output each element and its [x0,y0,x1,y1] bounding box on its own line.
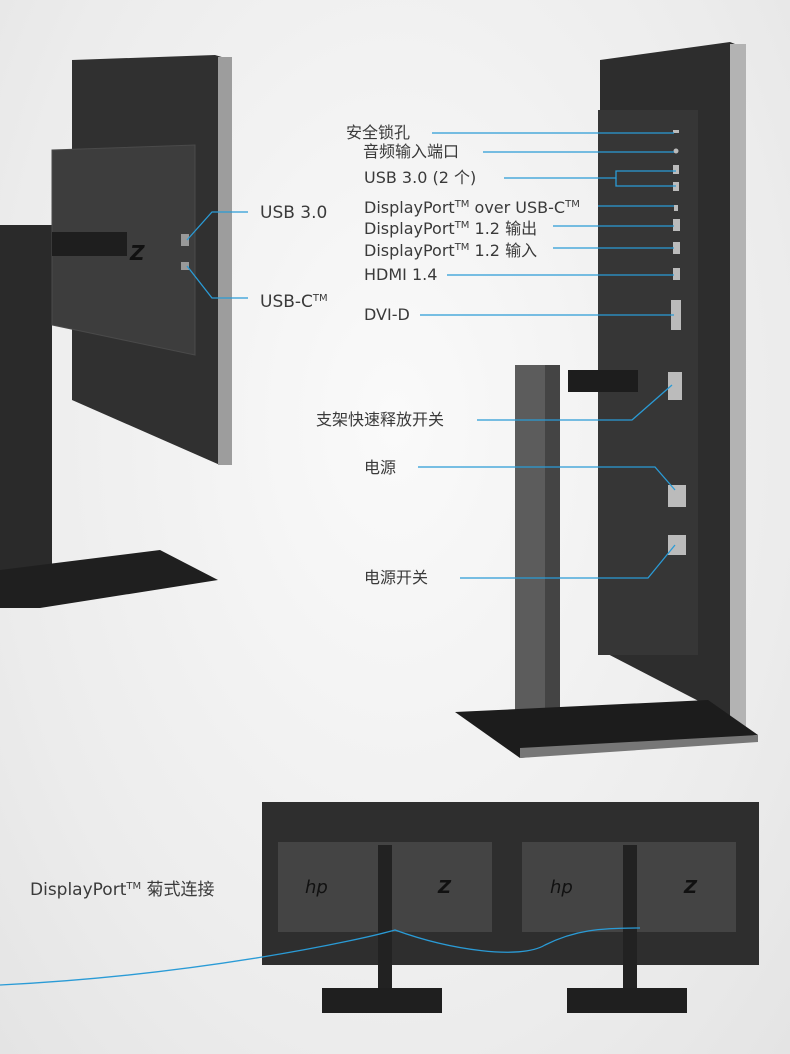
label-text: over USB-C [469,198,566,217]
label-usbc-side: USB-CTM [260,290,328,311]
label-security-lock: 安全锁孔 [346,123,411,142]
svg-text:Z: Z [683,877,698,898]
side-monitor: Z [0,55,232,608]
label-audio-in: 音频输入端口 [363,142,460,161]
callout-lines [0,132,676,986]
label-dvi: DVI-D [364,305,410,324]
svg-text:hp: hp [305,877,328,898]
label-text: 菊式连接 [141,880,215,900]
label-usb30-x2: USB 3.0 (2 个) [364,168,477,187]
label-text: DisplayPort [364,241,455,260]
label-text: USB-C [260,292,313,312]
label-dp-out: DisplayPortTM 1.2 输出 [364,217,537,238]
label-dp-over-usbc: DisplayPortTM over USB-CTM [364,196,580,217]
tm-mark: TM [454,199,470,210]
svg-text:Z: Z [437,877,452,898]
svg-text:hp: hp [550,877,573,898]
label-hdmi: HDMI 1.4 [364,265,438,284]
tm-mark: TM [312,293,328,304]
label-text: 1.2 输出 [469,219,538,238]
tm-mark: TM [454,220,470,231]
tm-mark: TM [454,242,470,253]
daisy-chain-monitors: hp Z hp Z [262,802,759,1013]
svg-text:Z: Z [129,241,145,265]
label-power-switch: 电源开关 [364,568,429,587]
label-stand-release: 支架快速释放开关 [316,410,445,429]
label-power: 电源 [364,458,397,477]
tm-mark: TM [565,199,580,210]
label-text: DisplayPort [364,198,455,217]
rear-monitor [455,42,758,758]
label-text: DisplayPort [30,880,127,900]
label-daisy-chain: DisplayPortTM 菊式连接 [30,878,215,899]
tm-mark: TM [126,881,142,892]
label-usb30-side: USB 3.0 [260,203,328,223]
label-text: DisplayPort [364,219,455,238]
label-dp-in: DisplayPortTM 1.2 输入 [364,239,537,260]
label-text: 1.2 输入 [469,241,538,260]
